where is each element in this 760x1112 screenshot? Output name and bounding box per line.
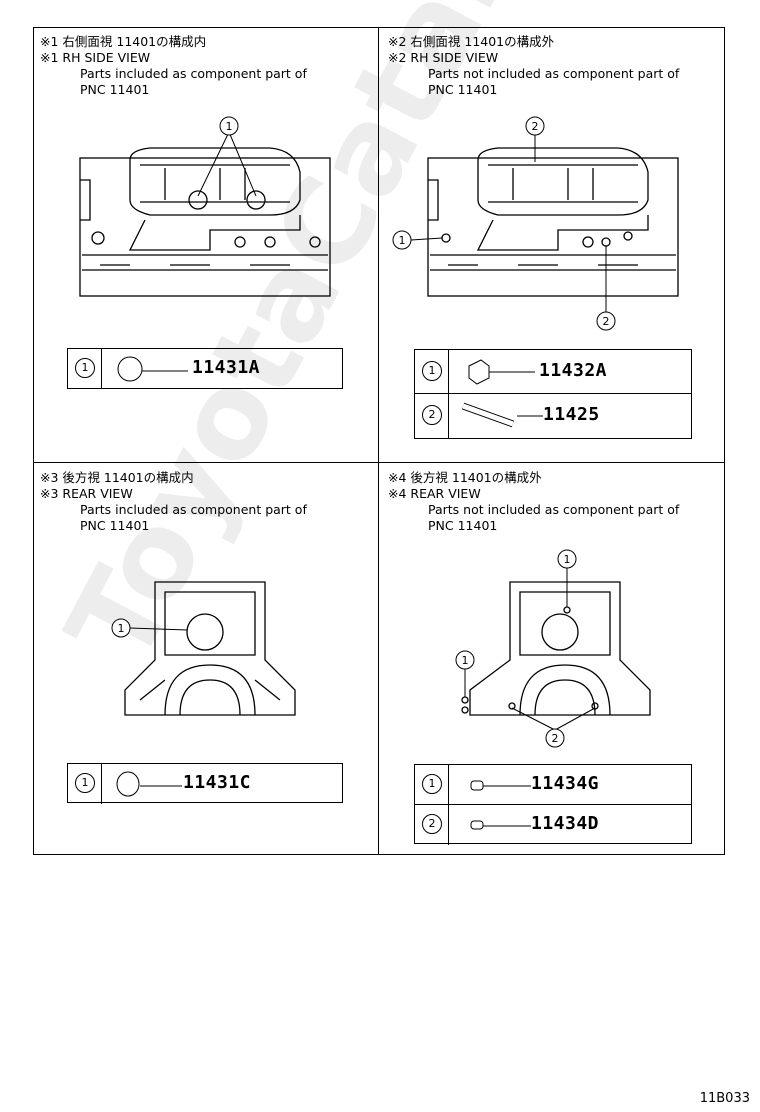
panel-3-pnc: PNC 11401 [80,518,150,533]
panel-3-note: Parts included as component part of [80,502,307,517]
panel-4-title-en: ※4 REAR VIEW [388,486,481,501]
panel-1-title-ja: ※1 右側面視 11401の構成内 [40,34,207,49]
part-number[interactable]: 11431C [183,772,252,793]
panel-4-title-ja: ※4 後方視 11401の構成外 [388,470,542,485]
panel-4-engine-block-drawing: 1 1 2 [455,549,651,748]
part-index: 1 [422,774,442,794]
panel-4-callout-2: 2 [552,732,559,745]
panel-3-caption: ※3 後方視 11401の構成内 ※3 REAR VIEW Parts incl… [40,470,307,534]
parts-row[interactable]: 2 11425 [415,394,691,438]
stud-bolt-icon [461,402,543,428]
part-number[interactable]: 11431A [192,357,261,378]
panel-3-title-en: ※3 REAR VIEW [40,486,133,501]
panel-1-callout-1: 1 [226,120,233,133]
part-number[interactable]: 11434G [531,773,600,794]
panel-divider-horizontal [33,462,725,463]
panel-1-note: Parts included as component part of [80,66,307,81]
panel-2-title-ja: ※2 右側面視 11401の構成外 [388,34,555,49]
panel-2-note: Parts not included as component part of [428,66,680,81]
parts-row[interactable]: 1 11431C [68,764,342,804]
plug-icon [117,356,188,382]
part-index: 1 [422,361,442,381]
panel-2-parts-table: 1 11432A 2 11425 [414,349,692,439]
panel-4-callout-1-left: 1 [462,654,469,667]
plug-icon [116,771,182,797]
figure-code: 11B033 [699,1091,750,1106]
panel-1-parts-table: 1 11431A [67,348,343,389]
panel-2-engine-block-drawing: 2 1 2 [392,116,679,331]
panel-1-caption: ※1 右側面視 11401の構成内 ※1 RH SIDE VIEW Parts … [40,34,307,98]
panel-4-callout-1-top: 1 [564,553,571,566]
part-number[interactable]: 11434D [531,813,600,834]
panel-4-caption: ※4 後方視 11401の構成外 ※4 REAR VIEW Parts not … [388,470,679,534]
part-number[interactable]: 11425 [543,404,600,425]
panel-2-caption: ※2 右側面視 11401の構成外 ※2 RH SIDE VIEW Parts … [388,34,679,98]
panel-4-pnc: PNC 11401 [428,518,498,533]
parts-row[interactable]: 1 11432A [415,350,691,394]
parts-row[interactable]: 1 11431A [68,349,342,389]
diagram-frame [33,27,725,855]
part-index: 2 [422,814,442,834]
panel-1-title-en: ※1 RH SIDE VIEW [40,50,151,65]
bolt-icon [468,359,535,385]
panel-divider-vertical [378,27,379,855]
panel-2-pnc: PNC 11401 [428,82,498,97]
plug-icon [470,780,531,791]
panel-4-parts-table: 1 11434G 2 11434D [414,764,692,845]
part-number[interactable]: 11432A [539,360,608,381]
panel-3-parts-table: 1 11431C [67,763,343,804]
panel-2-callout-2-bottom: 2 [603,315,610,328]
part-index: 1 [75,358,95,378]
panel-3-title-ja: ※3 後方視 11401の構成内 [40,470,194,485]
panel-4-note: Parts not included as component part of [428,502,680,517]
plug-icon [470,820,531,830]
panel-2-title-en: ※2 RH SIDE VIEW [388,50,499,65]
part-index: 1 [75,773,95,793]
part-index: 2 [422,405,442,425]
parts-row[interactable]: 2 11434D [415,805,691,845]
panel-2-callout-1: 1 [399,234,406,247]
parts-row[interactable]: 1 11434G [415,765,691,805]
panel-1-engine-block-drawing: 1 [79,116,331,297]
panel-3-engine-block-drawing: 1 [111,581,296,716]
panel-2-callout-2-top: 2 [532,120,539,133]
panel-1-pnc: PNC 11401 [80,82,150,97]
panel-3-callout-1: 1 [118,622,125,635]
